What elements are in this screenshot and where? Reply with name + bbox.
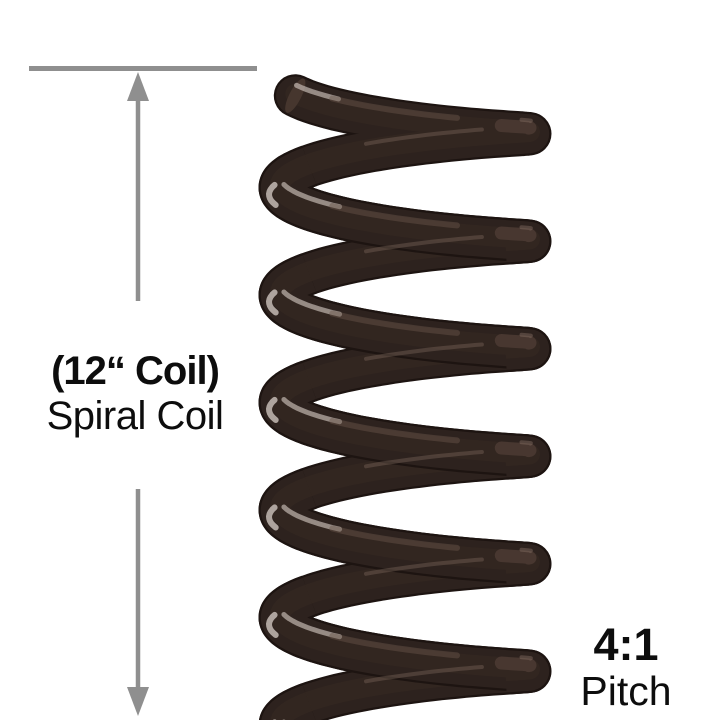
- coil-stroke: [519, 547, 533, 553]
- coil-stroke: [364, 665, 484, 684]
- coil-stroke: [519, 332, 533, 338]
- coil-stroke: [364, 450, 484, 469]
- coil-stroke: [494, 226, 537, 243]
- coil-stroke: [329, 418, 460, 444]
- coil-stroke: [329, 310, 460, 336]
- coil-stroke: [281, 182, 343, 210]
- coil-size-text: (12“ Coil): [51, 349, 220, 393]
- coil-stroke: [281, 504, 343, 532]
- coil-stroke: [266, 504, 279, 531]
- coil-stroke: [494, 656, 537, 673]
- coil-stroke: [364, 342, 484, 361]
- coil-stroke: [281, 612, 343, 640]
- coil-stroke: [494, 334, 537, 350]
- coil-stroke: [329, 203, 460, 229]
- pitch-value-text: 4:1: [593, 619, 659, 670]
- coil-stroke: [519, 225, 533, 231]
- coil-stroke: [519, 655, 533, 661]
- coil-stroke: [519, 117, 533, 123]
- height-arrow-up-icon: [127, 72, 149, 101]
- coil-stroke: [281, 289, 343, 317]
- height-arrow-down-icon: [127, 687, 149, 716]
- pitch-annotation: 4:1 Pitch: [551, 620, 701, 714]
- coil-stroke: [519, 440, 533, 446]
- coil-stroke: [266, 611, 279, 638]
- coil-stroke: [270, 692, 314, 720]
- pitch-label-text: Pitch: [580, 668, 672, 714]
- coil-stroke: [364, 127, 484, 146]
- coil-stroke: [266, 181, 279, 208]
- coil-type-text: Spiral Coil: [46, 394, 224, 438]
- coil-stroke: [281, 397, 343, 425]
- coil-height-annotation: (12“ Coil) Spiral Coil: [10, 349, 260, 438]
- coil-stroke: [494, 119, 537, 135]
- coil-stroke: [494, 441, 537, 458]
- coil-stroke: [329, 525, 460, 551]
- coil-stroke: [329, 633, 460, 659]
- spiral-coil-illustration: [258, 74, 552, 720]
- coil-stroke: [294, 82, 341, 102]
- coil-stroke: [266, 396, 279, 423]
- coil-stroke: [494, 549, 537, 565]
- coil-stroke: [364, 235, 484, 254]
- coil-stroke: [364, 557, 484, 576]
- coil-stroke: [266, 289, 279, 316]
- coil-stroke: [329, 95, 460, 121]
